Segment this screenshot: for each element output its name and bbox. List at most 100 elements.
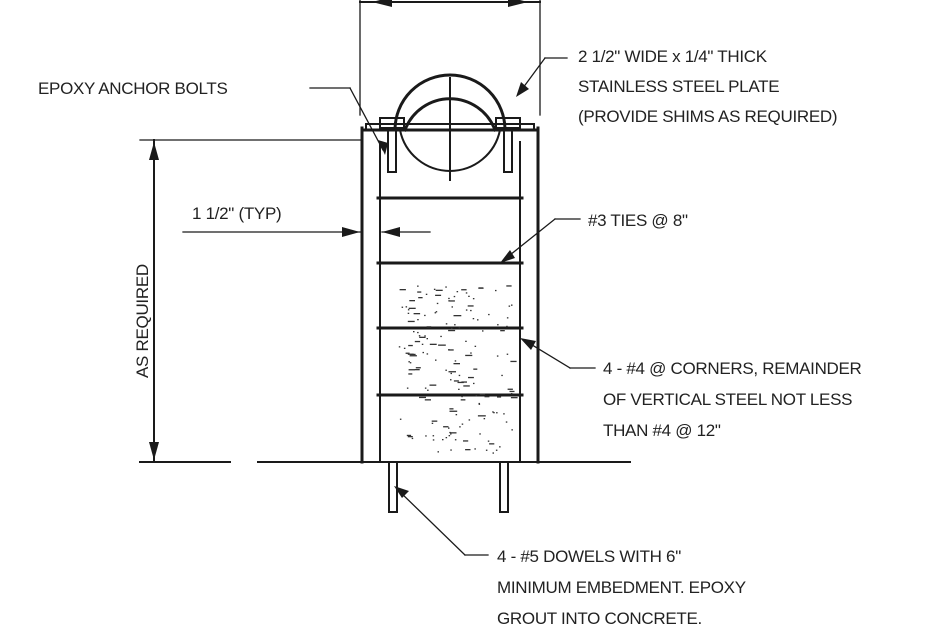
concrete-speck <box>484 396 490 398</box>
concrete-speck <box>479 393 486 395</box>
concrete-speck <box>493 412 495 414</box>
concrete-speck <box>453 363 460 365</box>
concrete-speck <box>450 379 452 381</box>
concrete-speck <box>407 312 410 314</box>
concrete-speck <box>459 426 461 428</box>
concrete-speck <box>407 320 415 323</box>
concrete-speck <box>426 338 428 340</box>
cover-dimension <box>182 227 431 237</box>
concrete-speck <box>408 344 413 347</box>
concrete-speck <box>461 381 467 383</box>
concrete-speck <box>431 422 434 424</box>
concrete-speck <box>449 408 454 410</box>
concrete-speck <box>468 419 471 421</box>
label-dowels-line3: GROUT INTO CONCRETE. <box>497 609 702 628</box>
concrete-speck <box>414 340 421 343</box>
concrete-speck <box>478 287 484 289</box>
concrete-speck <box>418 297 423 299</box>
anchor-bolt-right <box>495 117 521 173</box>
concrete-speck <box>450 372 452 375</box>
leader-ties <box>500 218 581 263</box>
top-dimension <box>359 0 541 116</box>
concrete-speck <box>432 435 435 437</box>
label-plate-line2: STAINLESS STEEL PLATE <box>578 77 779 96</box>
concrete-speck <box>424 314 426 317</box>
label-vertical-line1: 4 - #4 @ CORNERS, REMAINDER <box>603 359 862 378</box>
concrete-speck <box>438 344 446 346</box>
concrete-speck <box>442 439 444 441</box>
concrete-speck <box>487 440 490 442</box>
concrete-speck <box>510 360 517 363</box>
concrete-speck <box>424 399 431 401</box>
concrete-speck <box>424 335 426 337</box>
concrete-speck <box>448 371 456 373</box>
concrete-speck <box>411 437 414 440</box>
label-plate-line3: (PROVIDE SHIMS AS REQUIRED) <box>578 107 837 126</box>
concrete-speck <box>482 330 484 332</box>
concrete-speck <box>503 413 505 415</box>
concrete-speck <box>506 353 509 355</box>
concrete-speck <box>456 291 459 293</box>
concrete-speck <box>473 382 475 385</box>
concrete-speck <box>454 439 457 441</box>
concrete-speck <box>429 384 437 386</box>
concrete-speck <box>414 369 420 371</box>
concrete-speck <box>461 395 463 398</box>
concrete-speck <box>501 374 503 377</box>
vertical-rebar <box>379 141 521 463</box>
rebar-ties <box>376 196 524 397</box>
concrete-speck <box>455 414 458 416</box>
concrete-speck <box>405 306 408 308</box>
concrete-speck <box>461 289 467 291</box>
concrete-speck <box>467 305 474 307</box>
concrete-speck <box>433 288 436 290</box>
pipe-section <box>393 73 507 181</box>
concrete-speck <box>449 431 451 434</box>
concrete-speck <box>463 440 469 442</box>
concrete-speck <box>401 306 404 308</box>
concrete-speck <box>448 329 456 332</box>
concrete-speck <box>468 295 470 297</box>
concrete-speck <box>399 418 402 420</box>
concrete-speck <box>465 340 467 342</box>
concrete-speck <box>409 362 412 364</box>
concrete-speck <box>409 300 415 302</box>
concrete-speck <box>492 411 494 413</box>
concrete-speck <box>445 323 448 325</box>
concrete-speck <box>483 418 486 420</box>
concrete-speck <box>477 415 486 417</box>
concrete-speck <box>465 292 468 294</box>
concrete-speck <box>432 439 435 441</box>
concrete-speck <box>460 399 466 401</box>
concrete-speck <box>445 369 447 371</box>
concrete-speck <box>406 434 412 437</box>
concrete-speck <box>474 345 477 347</box>
concrete-speck <box>445 437 448 439</box>
concrete-speck <box>445 286 447 288</box>
concrete-speck <box>473 368 478 370</box>
concrete-speck <box>398 346 401 348</box>
concrete-speck <box>505 421 508 423</box>
concrete-speck <box>443 426 449 428</box>
concrete-speck <box>492 452 494 454</box>
concrete-speck <box>500 330 505 332</box>
label-vertical-line2: OF VERTICAL STEEL NOT LESS <box>603 390 852 409</box>
concrete-speck <box>425 435 427 437</box>
concrete-speck <box>479 433 481 435</box>
concrete-speck <box>450 433 452 435</box>
concrete-speck <box>450 432 457 434</box>
concrete-speck <box>399 289 406 291</box>
concrete-speck <box>427 389 429 391</box>
concrete-speck <box>506 285 512 287</box>
concrete-speck <box>413 331 415 333</box>
concrete-speck <box>485 449 488 451</box>
steel-plate <box>365 123 535 131</box>
concrete-speck <box>409 355 417 357</box>
label-dowels-line1: 4 - #5 DOWELS WITH 6" <box>497 547 681 566</box>
concrete-speck <box>429 343 437 345</box>
concrete-speck <box>465 449 471 451</box>
label-cover: 1 1/2" (TYP) <box>192 204 281 223</box>
concrete-speck <box>435 294 442 296</box>
concrete-speck <box>406 387 409 389</box>
concrete-speck <box>465 354 473 357</box>
